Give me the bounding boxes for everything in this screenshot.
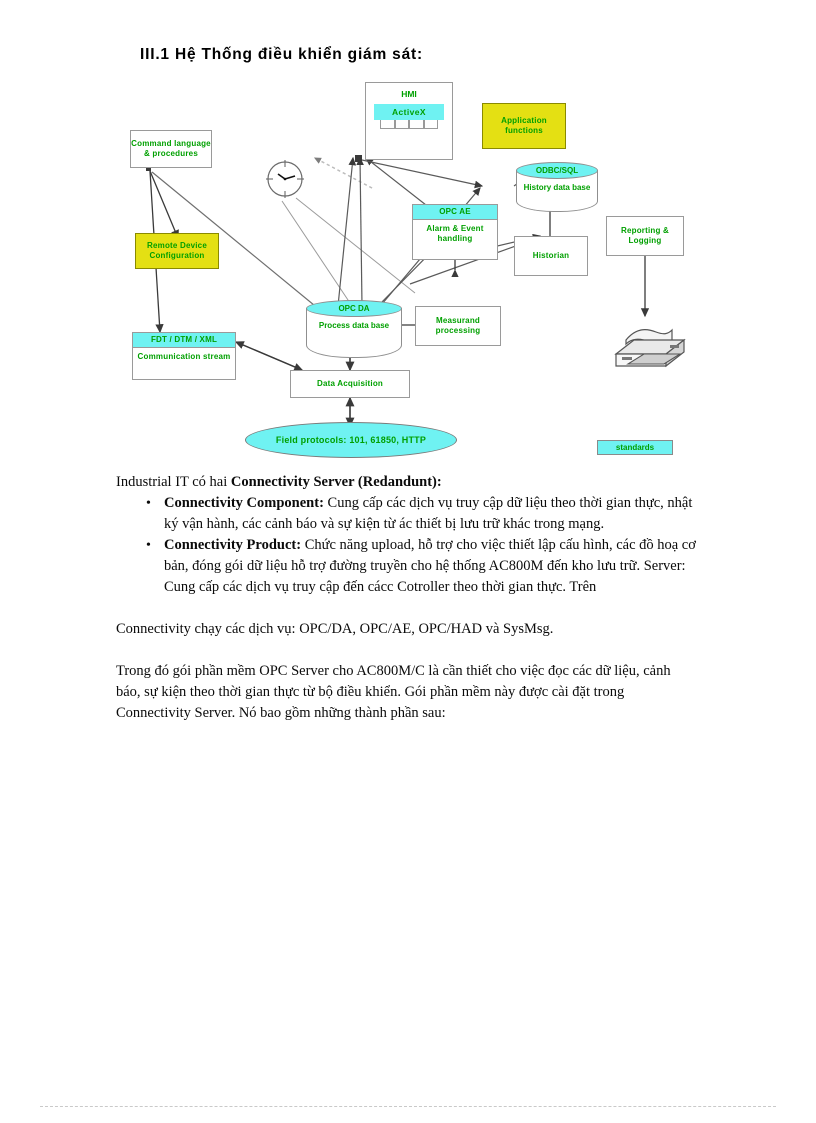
list-item: Connectivity Product: Chức năng upload, …: [146, 535, 698, 598]
hmi-connector-comb: [380, 120, 438, 129]
node-hmi[interactable]: HMI ActiveX: [365, 82, 453, 160]
node-command-language[interactable]: Command language & procedures: [130, 130, 212, 168]
node-data-acquisition[interactable]: Data Acquisition: [290, 370, 410, 398]
node-odbc-sql-cap: ODBC/SQL: [516, 162, 598, 179]
node-fdt-cap: FDT / DTM / XML: [133, 333, 235, 348]
bullet-title: Connectivity Component:: [164, 495, 324, 511]
node-fdt-communication-stream[interactable]: FDT / DTM / XML Communication stream: [132, 332, 236, 380]
spacer: [116, 640, 698, 661]
intro-paragraph: Industrial IT có hai Connectivity Server…: [116, 472, 698, 493]
services-paragraph: Connectivity chạy các dịch vụ: OPC/DA, O…: [116, 621, 554, 637]
node-measurand-processing[interactable]: Measurand processing: [415, 306, 501, 346]
body-text: Industrial IT có hai Connectivity Server…: [116, 472, 698, 724]
node-fdt-body: Communication stream: [137, 352, 231, 361]
bullet-text: Chức năng upload, hỗ trợ cho việc thiết …: [164, 537, 696, 595]
node-remote-device-configuration[interactable]: Remote Device Configuration: [135, 233, 219, 269]
intro-lead: Industrial IT có hai: [116, 474, 231, 490]
node-opc-ae[interactable]: OPC AE Alarm & Event handling: [412, 204, 498, 260]
intro-bold: Connectivity Server (Redandunt):: [230, 474, 442, 490]
list-item: Connectivity Component: Cung cấp các dịc…: [146, 493, 698, 535]
scada-architecture-diagram: HMI ActiveX Application functions Comman…: [110, 78, 710, 468]
legend-standards: standards: [597, 440, 673, 455]
node-process-database[interactable]: Process data base OPC DA: [306, 300, 402, 358]
node-history-database[interactable]: History data base ODBC/SQL: [516, 162, 598, 212]
node-reporting-logging[interactable]: Reporting & Logging: [606, 216, 684, 256]
node-field-protocols[interactable]: Field protocols: 101, 61850, HTTP: [245, 422, 457, 458]
page-title: III.1 Hệ Thống điều khiển giám sát:: [140, 46, 423, 63]
printer-icon: [606, 310, 694, 386]
node-process-db-label: Process data base: [318, 321, 390, 330]
node-opc-da-cap: OPC DA: [306, 300, 402, 317]
spacer: [116, 598, 698, 619]
node-activex: ActiveX: [374, 104, 444, 120]
node-application-functions[interactable]: Application functions: [482, 103, 566, 149]
bullet-text: Cung cấp các dịch vụ truy cập dữ liệu th…: [164, 495, 693, 532]
footer-divider: [40, 1106, 776, 1107]
final-paragraph: Trong đó gói phần mềm OPC Server cho AC8…: [116, 663, 671, 721]
node-historian[interactable]: Historian: [514, 236, 588, 276]
node-opc-ae-body: Alarm & Event handling: [426, 224, 484, 243]
connectivity-bullet-list: Connectivity Component: Cung cấp các dịc…: [116, 493, 698, 598]
node-history-db-label: History data base: [523, 183, 591, 192]
bullet-title: Connectivity Product:: [164, 537, 302, 553]
node-hmi-title: HMI: [401, 89, 417, 99]
clock-icon: [262, 156, 308, 202]
node-opc-ae-cap: OPC AE: [413, 205, 497, 220]
